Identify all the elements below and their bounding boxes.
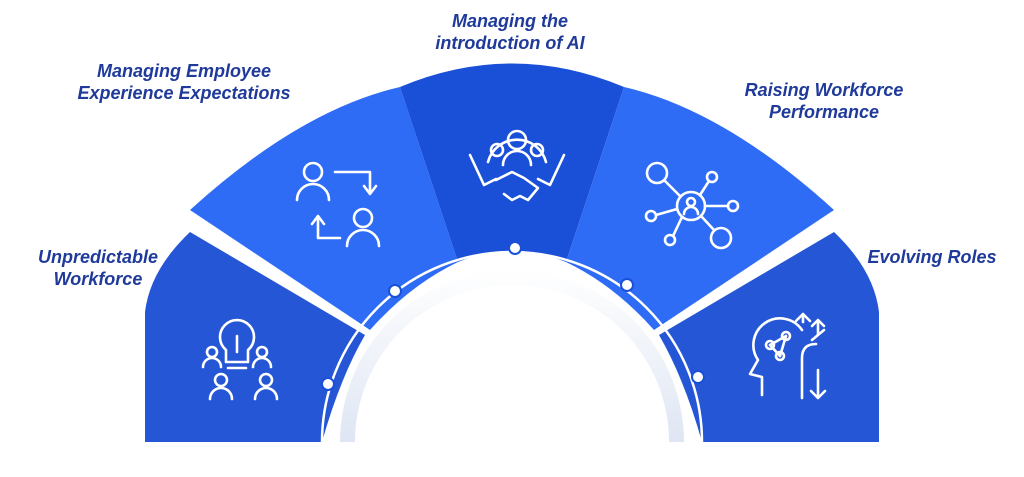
people-exchange-icon (295, 161, 381, 248)
label-workforce-performance: Raising Workforce Performance (744, 80, 904, 122)
arc-dot (691, 370, 705, 384)
label-introduction-of-ai: Managing the introduction of AI (435, 11, 585, 53)
segment-workforce-performance (566, 87, 834, 330)
head-arrows-icon (748, 312, 827, 400)
arc-dot (620, 278, 634, 292)
segment-introduction-of-ai (400, 63, 624, 262)
gear-handshake-icon (468, 129, 566, 202)
arc-dot (508, 241, 522, 255)
segment-evolving-roles (659, 232, 879, 442)
arc-dot (388, 284, 402, 298)
people-network-icon (644, 161, 740, 250)
lightbulb-team-icon (201, 318, 279, 401)
label-employee-experience: Managing Employee Experience Expectation… (77, 61, 291, 103)
label-evolving-roles: Evolving Roles (867, 247, 997, 267)
arc-dot (321, 377, 335, 391)
segment-employee-experience (190, 87, 458, 330)
label-unpredictable-workforce: Unpredictable Workforce (37, 247, 159, 289)
